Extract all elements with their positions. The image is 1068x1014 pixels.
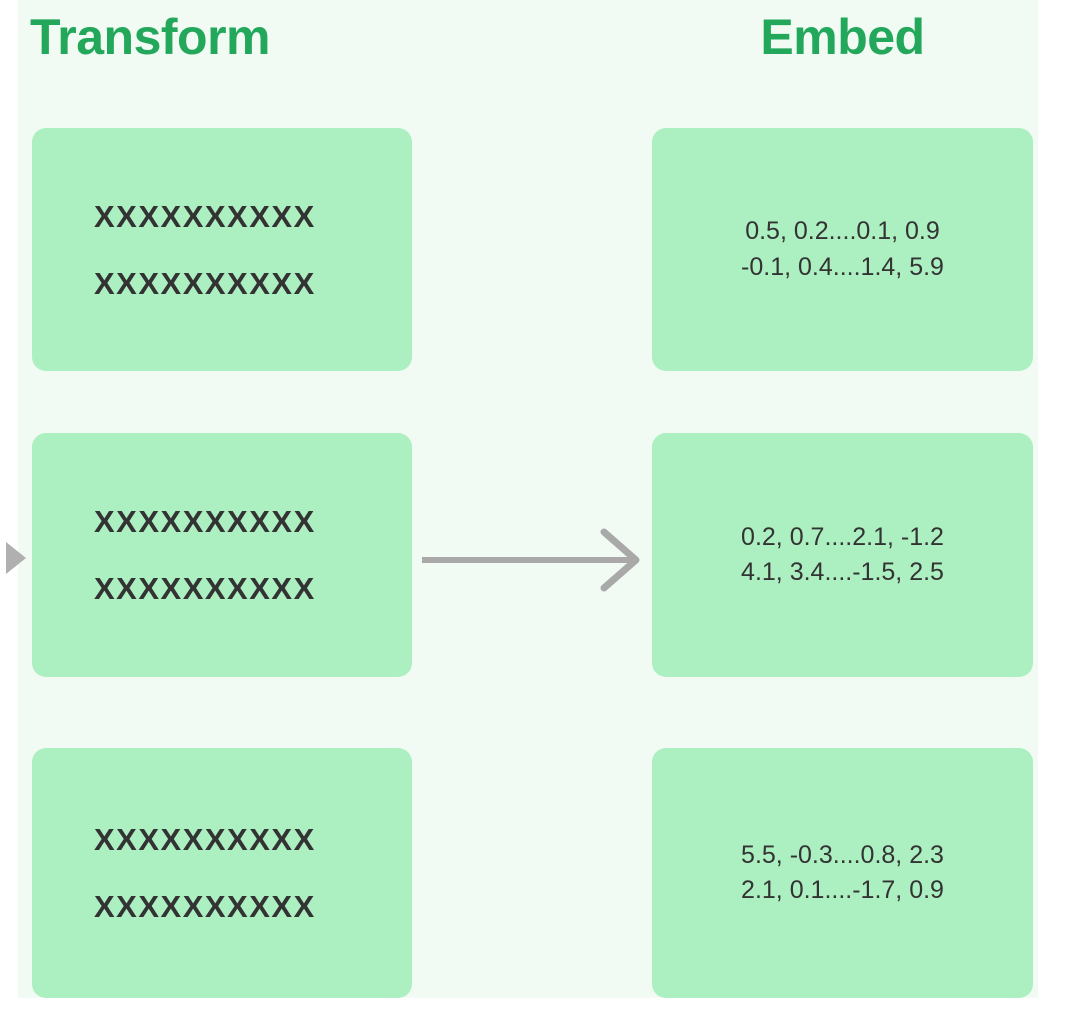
source-text-line: XXXXXXXXXX bbox=[94, 265, 316, 301]
embedding-vector-line: 0.5, 0.2....0.1, 0.9 bbox=[745, 217, 940, 245]
embedding-vector-line: 0.2, 0.7....2.1, -1.2 bbox=[741, 522, 944, 551]
source-card: XXXXXXXXXX XXXXXXXXXX bbox=[32, 433, 412, 677]
embedding-card: 0.5, 0.2....0.1, 0.9 -0.1, 0.4....1.4, 5… bbox=[652, 128, 1033, 371]
embedding-card: 0.2, 0.7....2.1, -1.2 4.1, 3.4....-1.5, … bbox=[652, 433, 1033, 677]
source-card: XXXXXXXXXX XXXXXXXXXX bbox=[32, 128, 412, 371]
embedding-vector-line: -0.1, 0.4....1.4, 5.9 bbox=[741, 252, 944, 281]
source-text-line: XXXXXXXXXX bbox=[94, 571, 316, 606]
embedding-vector-line: 4.1, 3.4....-1.5, 2.5 bbox=[741, 558, 944, 586]
source-card: XXXXXXXXXX XXXXXXXXXX bbox=[32, 748, 412, 998]
source-text-line: XXXXXXXXXX bbox=[94, 504, 316, 539]
source-text-line: XXXXXXXXXX bbox=[94, 822, 316, 857]
source-text-line: XXXXXXXXXX bbox=[94, 198, 316, 234]
embedding-card: 5.5, -0.3....0.8, 2.3 2.1, 0.1....-1.7, … bbox=[652, 748, 1033, 998]
embedding-vector-line: 5.5, -0.3....0.8, 2.3 bbox=[741, 840, 944, 869]
column-title-transform: Transform bbox=[30, 9, 271, 65]
source-text-line: XXXXXXXXXX bbox=[94, 889, 316, 924]
triangle-right-icon bbox=[6, 542, 26, 574]
column-title-embed: Embed bbox=[760, 9, 925, 65]
embedding-vector-line: 2.1, 0.1....-1.7, 0.9 bbox=[741, 876, 944, 904]
arrow-right-icon bbox=[422, 528, 640, 592]
